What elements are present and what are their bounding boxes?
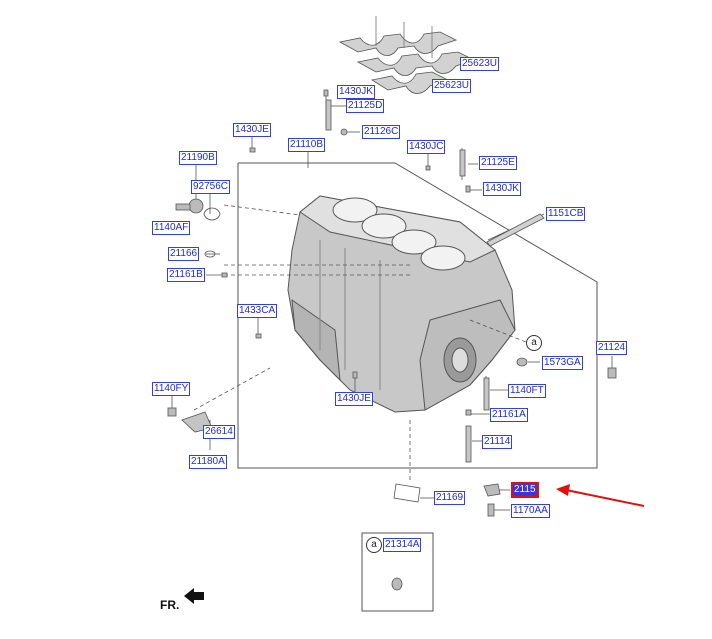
- part-label-1140AF[interactable]: 1140AF: [152, 221, 191, 235]
- small-parts: [167, 89, 617, 591]
- front-orientation-label: FR.: [160, 598, 180, 612]
- block-frame: [237, 162, 598, 469]
- part-label-21125D[interactable]: 21125D: [346, 99, 385, 113]
- part-label-25623U[interactable]: 25623U: [432, 79, 472, 93]
- part-label-26614[interactable]: 26614: [203, 425, 235, 439]
- part-label-21166[interactable]: 21166: [168, 247, 200, 261]
- cylinder-block: [287, 195, 516, 413]
- part-label-21314A[interactable]: 21314A: [383, 538, 422, 552]
- part-label-1140FY[interactable]: 1140FY: [152, 382, 191, 396]
- part-label-25623U[interactable]: 25623U: [460, 57, 500, 71]
- part-label-2115-highlighted[interactable]: 2115: [511, 482, 539, 498]
- highlight-arrow: [565, 489, 645, 507]
- part-label-21161A[interactable]: 21161A: [490, 408, 528, 422]
- callout-a-inset: a: [366, 537, 382, 553]
- part-label-21190B[interactable]: 21190B: [179, 151, 217, 165]
- part-label-92756C[interactable]: 92756C: [191, 180, 231, 194]
- highlight-arrowhead: [556, 484, 570, 496]
- part-label-1433CA[interactable]: 1433CA: [237, 304, 278, 318]
- part-label-1573GA[interactable]: 1573GA: [542, 356, 583, 370]
- part-label-1430JK[interactable]: 1430JK: [337, 85, 375, 99]
- part-label-1430JE[interactable]: 1430JE: [335, 392, 373, 406]
- part-label-21161B[interactable]: 21161B: [167, 268, 205, 282]
- part-label-21169[interactable]: 21169: [434, 491, 466, 505]
- callout-a-block: a: [526, 335, 542, 351]
- inset-frame: [361, 532, 434, 612]
- part-label-1430JE[interactable]: 1430JE: [233, 123, 271, 137]
- part-label-21125E[interactable]: 21125E: [479, 156, 517, 170]
- part-label-1140FT[interactable]: 1140FT: [508, 384, 546, 398]
- bearing-caps: [338, 16, 476, 94]
- part-label-1151CB[interactable]: 1151CB: [546, 207, 586, 221]
- part-label-21114[interactable]: 21114: [482, 435, 513, 449]
- part-label-21180A[interactable]: 21180A: [189, 455, 227, 469]
- part-label-1430JC[interactable]: 1430JC: [407, 140, 446, 154]
- part-label-21126C[interactable]: 21126C: [362, 125, 401, 139]
- part-label-21110B[interactable]: 21110B: [288, 138, 325, 152]
- part-label-1170AA[interactable]: 1170AA: [511, 504, 550, 518]
- part-label-1430JK[interactable]: 1430JK: [483, 182, 521, 196]
- fr-arrow-icon: [184, 588, 204, 604]
- part-label-21124[interactable]: 21124: [596, 341, 628, 355]
